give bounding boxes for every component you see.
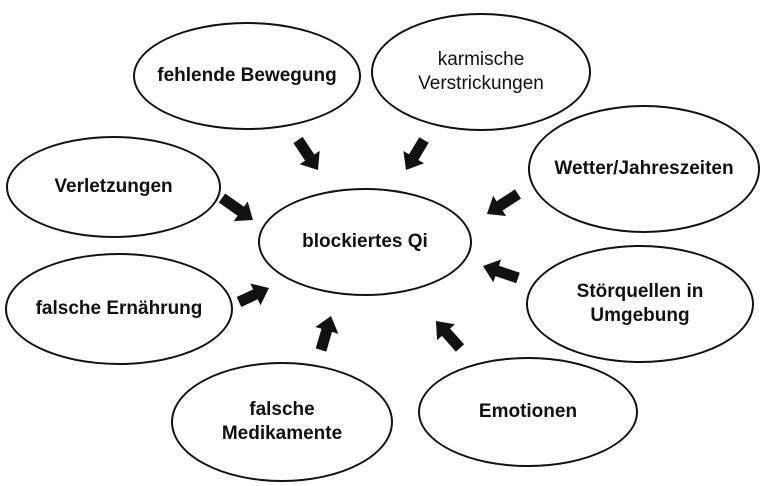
- node-label: Emotionen: [478, 401, 578, 423]
- arrow-from-karmische-verstrickungen: [403, 137, 429, 170]
- node-label-line1: falsche: [249, 399, 315, 421]
- node-label: fehlende Bewegung: [157, 65, 337, 87]
- arrow-from-falsche-medikamente: [315, 316, 339, 352]
- node-label-line2: Umgebung: [590, 305, 690, 326]
- arrow-from-verletzungen: [218, 193, 253, 222]
- node-karmische-verstrickungen: karmische Verstrickungen: [371, 13, 591, 131]
- node-label-line1: karmische: [437, 49, 525, 71]
- node-label-line2: Medikamente: [221, 423, 343, 444]
- node-label: Wetter/Jahreszeiten: [554, 158, 734, 180]
- arrow-from-stoerquellen: [483, 259, 520, 284]
- node-label-line1: Störquellen in: [576, 281, 704, 303]
- arrow-from-emotionen: [436, 321, 465, 352]
- node-stoerquellen: Störquellen in Umgebung: [526, 245, 754, 363]
- node-fehlende-bewegung: fehlende Bewegung: [133, 22, 361, 130]
- arrow-from-wetter-jahreszeiten: [487, 189, 521, 216]
- node-falsche-ernaehrung: falsche Ernährung: [5, 253, 233, 365]
- node-falsche-medikamente: falsche Medikamente: [171, 362, 393, 482]
- node-emotionen: Emotionen: [418, 357, 638, 467]
- node-label: Verletzungen: [54, 176, 173, 198]
- node-label-line2: Verstrickungen: [418, 73, 544, 94]
- node-label: falsche Ernährung: [35, 298, 203, 320]
- center-label: blockiertes Qi: [302, 231, 428, 253]
- node-wetter-jahreszeiten: Wetter/Jahreszeiten: [528, 105, 760, 233]
- arrow-from-fehlende-bewegung: [293, 136, 320, 170]
- arrow-from-falsche-ernaehrung: [236, 283, 269, 307]
- center-node-blockiertes-qi: blockiertes Qi: [258, 188, 472, 296]
- node-verletzungen: Verletzungen: [6, 136, 221, 238]
